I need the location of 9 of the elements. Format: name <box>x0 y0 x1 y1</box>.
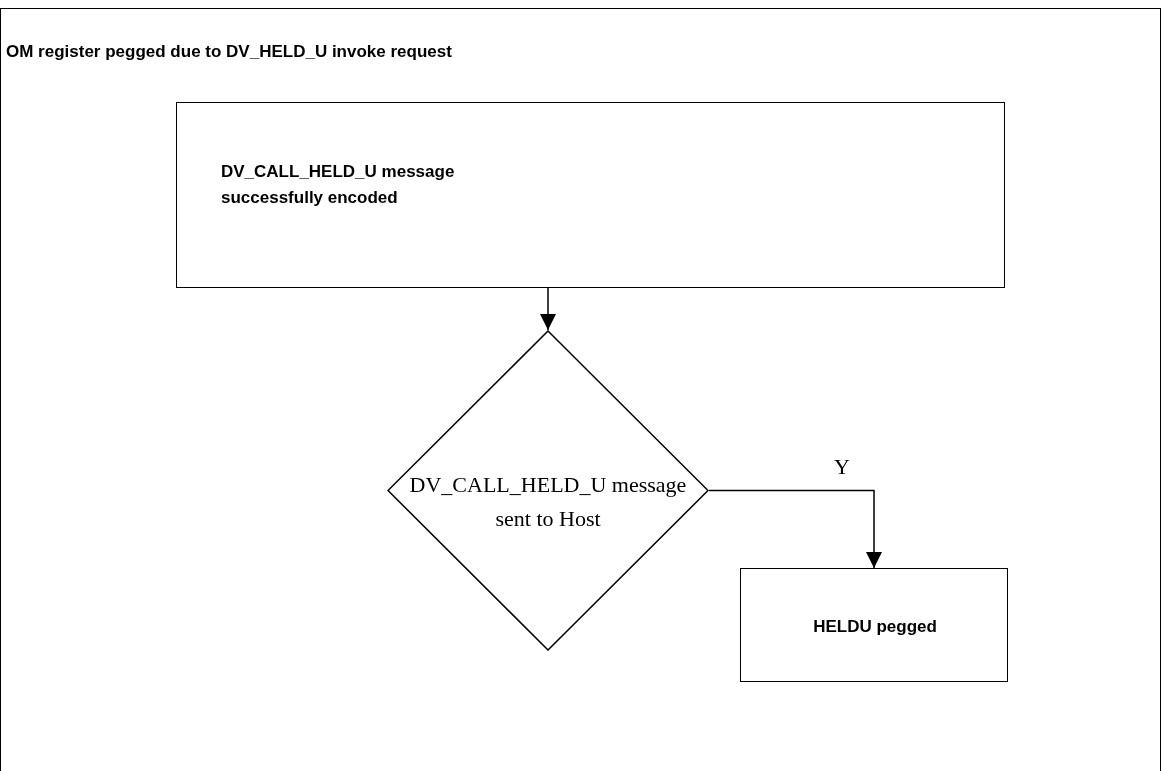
arrow <box>540 287 556 331</box>
process-box <box>740 568 1008 682</box>
diagram-title: OM register pegged due to DV_HELD_U invoke request <box>6 42 452 62</box>
node-text: DV_CALL_HELD_U message successfully encoded <box>221 161 456 209</box>
process-box <box>176 102 1005 288</box>
arrow <box>708 489 882 569</box>
decision-diamond <box>387 330 709 651</box>
node-text: HELDU pegged <box>812 616 938 638</box>
node-text: DV_CALL_HELD_U message sent to Host <box>408 471 688 534</box>
